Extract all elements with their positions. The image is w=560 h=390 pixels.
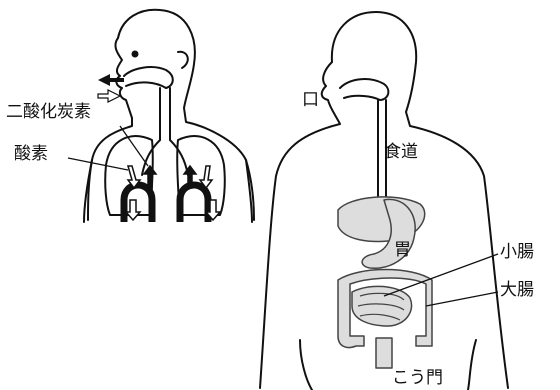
inner-leg-right <box>468 340 476 390</box>
label-stomach: 胃 <box>394 242 411 259</box>
right-lung <box>177 136 225 215</box>
label-large-intestine: 大腸 <box>500 282 534 299</box>
label-esophagus: 食道 <box>384 144 418 161</box>
left-leaders <box>68 126 148 170</box>
small-intestine <box>352 286 412 326</box>
large-intestine-leader <box>426 292 498 306</box>
right-vessel <box>180 185 208 222</box>
label-mouth: 口 <box>302 92 319 109</box>
label-oxygen: 酸素 <box>14 146 48 163</box>
inhale-arrow <box>98 90 120 102</box>
eye <box>133 52 138 57</box>
trachea <box>160 88 170 140</box>
oxygen-leader <box>68 158 128 170</box>
ear <box>178 52 188 68</box>
rectum <box>376 338 392 368</box>
label-anus: こう門 <box>392 370 443 387</box>
respiration-figure <box>84 10 254 222</box>
label-small-intestine: 小腸 <box>500 244 534 261</box>
co2-leader <box>120 126 148 166</box>
digestive-organs <box>338 197 432 368</box>
left-lung <box>105 136 153 215</box>
oral-cavity-right <box>340 79 388 100</box>
left-vessel <box>124 185 152 222</box>
label-carbon-dioxide: 二酸化炭素 <box>6 104 91 121</box>
down-arrow-left <box>126 200 140 220</box>
inner-leg-left <box>300 340 312 390</box>
